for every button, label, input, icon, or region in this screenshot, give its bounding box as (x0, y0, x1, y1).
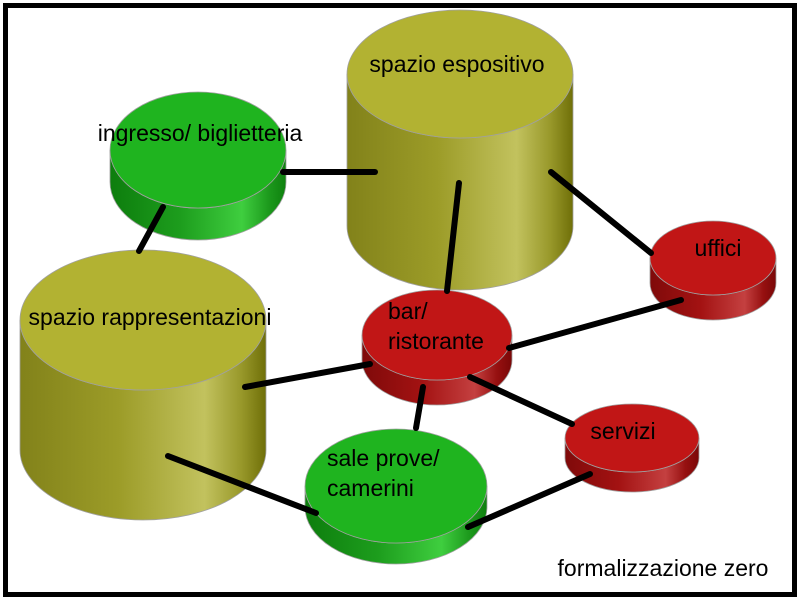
cylinder-top (361, 289, 513, 381)
cylinder-top (19, 249, 267, 391)
edge-bar-saleprove (413, 384, 426, 431)
edge-bar-uffici (506, 297, 684, 351)
edge-espositivo-uffici (548, 169, 654, 256)
cylinder-top (304, 428, 488, 544)
node-label-uffici: uffici (694, 235, 742, 261)
diagram-caption: formalizzazione zero (557, 555, 769, 581)
label-line-2: ristorante (388, 328, 484, 354)
cylinder-top (649, 220, 777, 296)
cylinder-top (564, 403, 700, 473)
label-line-2: camerini (327, 475, 414, 501)
node-sale-prove-camerini-cylinder (304, 428, 488, 565)
node-label-spazio-espositivo: spazio espositivo (369, 51, 545, 77)
node-label-ingresso-biglietteria: ingresso/ biglietteria (97, 120, 303, 146)
label-line-1: bar/ (388, 298, 428, 324)
node-label-spazio-rappresentazioni: spazio rappresentazioni (28, 304, 272, 330)
node-label-servizi: servizi (590, 418, 656, 444)
cylinder-top (109, 91, 287, 209)
node-ingresso-biglietteria-cylinder (109, 91, 287, 241)
label-line-1: sale prove/ (327, 445, 440, 471)
edge-ingresso-rappresentazioni (136, 204, 166, 254)
node-servizi-cylinder (564, 403, 700, 493)
node-label-bar-ristorante: bar/ ristorante (388, 296, 484, 356)
edge-saleprove-servizi (465, 471, 593, 530)
cylinder-top (346, 9, 574, 139)
node-label-sale-prove-camerini: sale prove/ camerini (327, 443, 440, 503)
edge-espositivo-bar (444, 180, 462, 294)
edge-bar-servizi (467, 374, 575, 427)
node-bar-ristorante-cylinder (361, 289, 513, 406)
node-uffici-cylinder (649, 220, 777, 321)
edge-rappresentazioni-bar (242, 361, 373, 390)
edge-rappresentazioni-saleprove (165, 453, 319, 516)
